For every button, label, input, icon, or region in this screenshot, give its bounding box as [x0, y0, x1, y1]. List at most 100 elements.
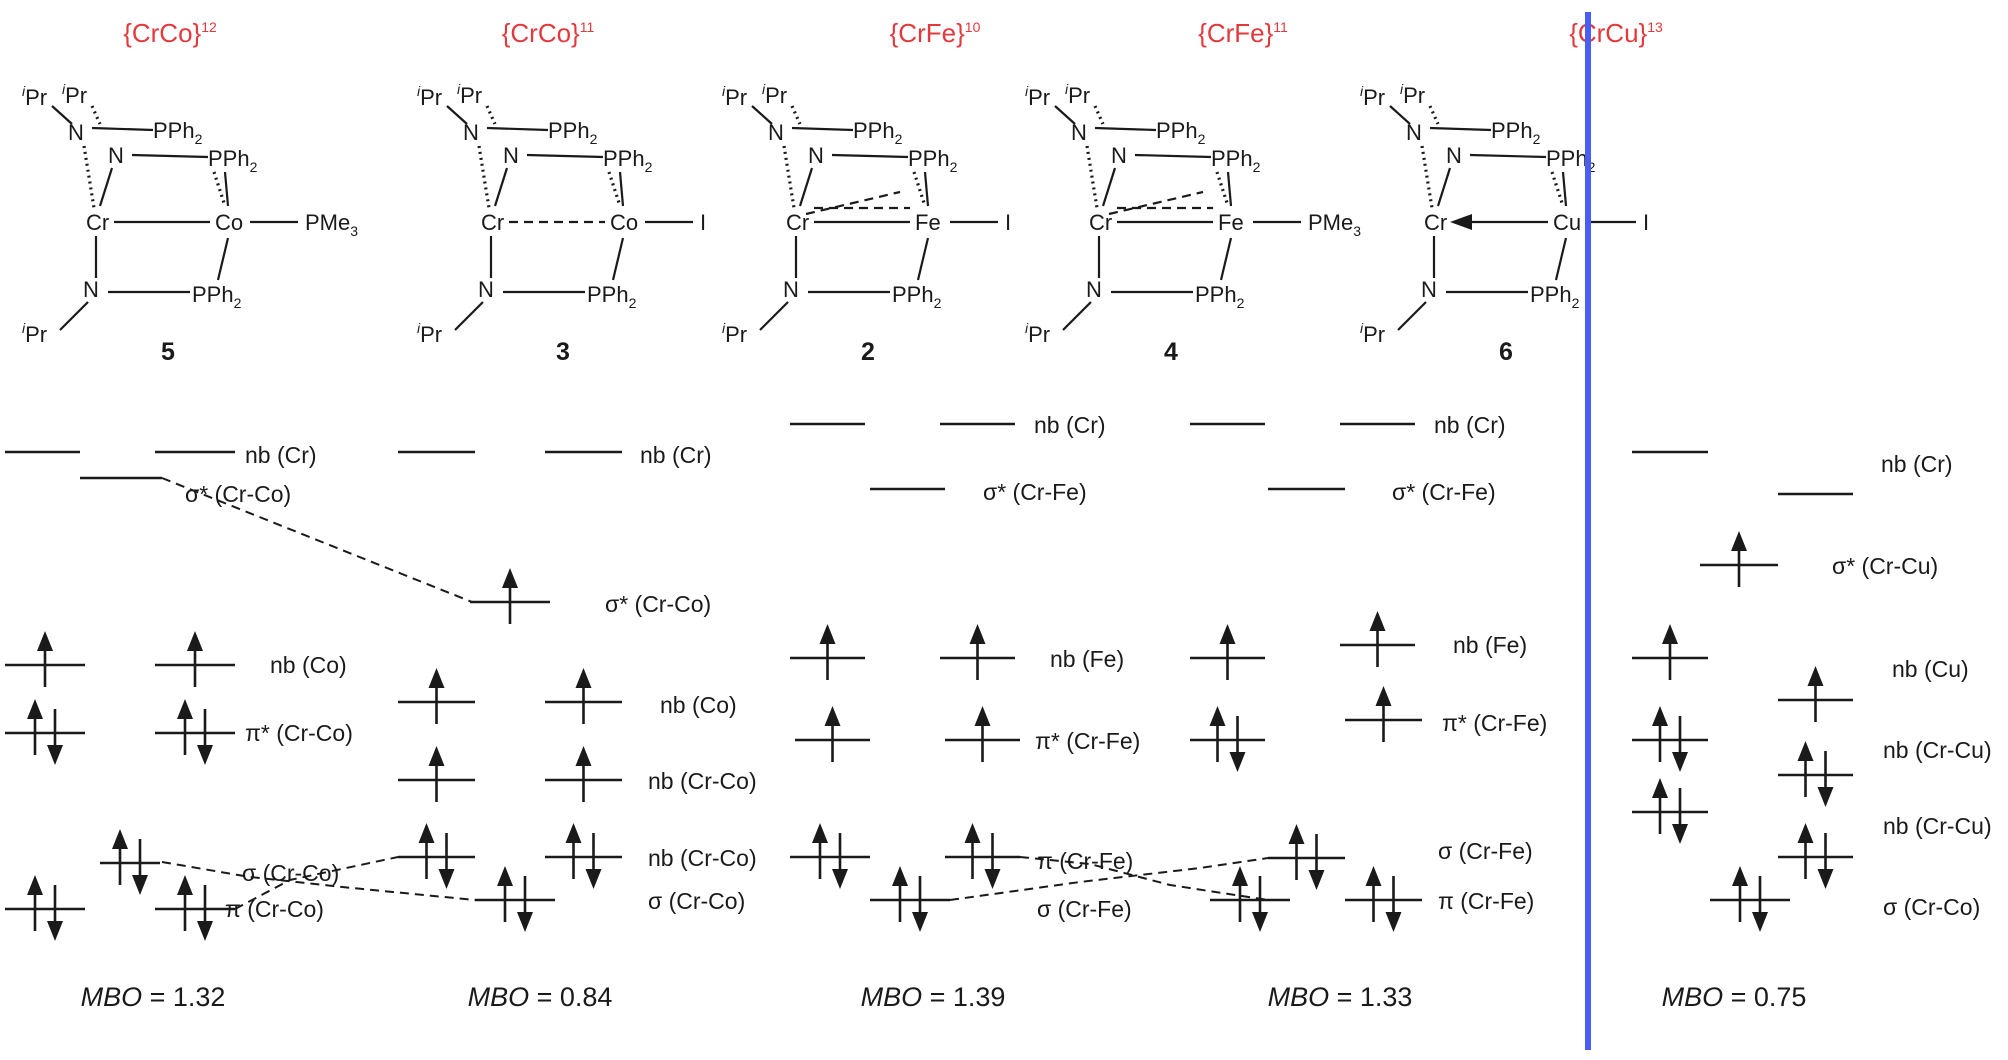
mbo-value: MBO = 0.75 [1662, 982, 1807, 1012]
compound-text: 4 [1164, 338, 1178, 366]
correlation-line [949, 857, 1269, 901]
mo-label: π (Cr-Fe) [1438, 888, 1534, 914]
mo-level [475, 866, 555, 932]
mo-level [1778, 666, 1853, 722]
bond [526, 153, 604, 159]
spin-down-arrowhead [984, 869, 1001, 889]
cr-text: Cr [481, 210, 504, 235]
n-text: N [1086, 277, 1102, 302]
metal-atom: Co [215, 210, 243, 235]
bond [1436, 167, 1452, 207]
n-atom: N [108, 143, 124, 168]
hashed-bond [1093, 105, 1105, 125]
pph-main: PPh [1530, 282, 1572, 307]
metal-atom: Cu [1553, 210, 1581, 235]
mo-label: π* (Cr-Co) [245, 720, 353, 746]
correlation-lines [161, 477, 1269, 910]
spin-up-arrowhead [974, 706, 991, 726]
mbo-label: MBO [81, 982, 143, 1012]
complex-title: {CrCo}11 [502, 18, 595, 48]
mo-label: π (Cr-Fe) [1037, 848, 1133, 874]
mo-label: nb (Cr) [1034, 412, 1106, 438]
mo-label: σ (Cr-Co) [648, 888, 745, 914]
spin-up-arrowhead [1797, 823, 1814, 843]
mo-label: nb (Cr) [245, 442, 317, 468]
n-atom: N [808, 143, 824, 168]
ipr-label: iPr [1025, 320, 1050, 347]
pph-subscript: 2 [1572, 295, 1580, 311]
correlation-line [161, 861, 476, 901]
mbo-label: MBO [1268, 982, 1330, 1012]
metal-text: Fe [915, 210, 941, 235]
mo-level [545, 823, 622, 889]
ipr-label: iPr [417, 320, 442, 347]
mo-label: nb (Cu) [1892, 656, 1969, 682]
n-text: N [1406, 120, 1422, 145]
pph-subscript: 2 [895, 131, 903, 147]
mo-label: nb (Cr) [1434, 412, 1506, 438]
mo-label: nb (Cr-Cu) [1883, 813, 1992, 839]
n-atom: N [463, 120, 479, 145]
n-atom: N [1086, 277, 1102, 302]
n-text: N [1071, 120, 1087, 145]
spin-down-arrowhead [1817, 787, 1834, 807]
mo-label: nb (Cr-Cu) [1883, 737, 1992, 763]
spin-up-arrowhead [969, 624, 986, 644]
ipr-label: iPr [722, 83, 747, 110]
n-atom: N [1406, 120, 1422, 145]
spin-up-arrowhead [824, 706, 841, 726]
mo-label: nb (Fe) [1050, 646, 1124, 672]
n-text: N [108, 143, 124, 168]
mo-level [790, 624, 865, 680]
mbo-value: MBO = 0.84 [468, 982, 613, 1012]
pph-subscript: 2 [1533, 131, 1541, 147]
spin-up-arrowhead [964, 823, 981, 843]
compound-number: 3 [556, 338, 570, 366]
spin-up-arrowhead [177, 875, 193, 895]
spin-down-arrowhead [197, 921, 213, 941]
spin-up-arrowhead [1652, 706, 1668, 726]
metal-atom: Fe [915, 210, 941, 235]
n-atom: N [783, 277, 799, 302]
n-atom: N [1111, 143, 1127, 168]
complex-title: {CrFe}11 [1198, 18, 1288, 48]
pph-main: PPh [1211, 146, 1253, 171]
ipr-superscript: i [22, 320, 26, 336]
hashed-bond [1550, 171, 1565, 207]
mo-level [940, 624, 1015, 680]
n-atom: N [1421, 277, 1437, 302]
pph-subscript: 2 [934, 295, 942, 311]
spin-up-arrowhead [1209, 706, 1226, 726]
mo-level [945, 706, 1020, 762]
ipr-main: Pr [65, 83, 87, 108]
n-atom: N [68, 120, 84, 145]
ipr-label: iPr [1025, 83, 1050, 110]
metal-metal-dashed-bond [1108, 190, 1204, 216]
bond [51, 105, 73, 125]
mo-label: nb (Co) [660, 692, 737, 718]
mbo-label: MBO [1662, 982, 1724, 1012]
ipr-superscript: i [1360, 320, 1364, 336]
ipr-superscript: i [1400, 81, 1404, 97]
ipr-main: Pr [460, 83, 482, 108]
ipr-label: iPr [457, 81, 482, 108]
pph2-label: PPh2 [1195, 282, 1245, 311]
title-superscript: 13 [1647, 19, 1663, 35]
spin-down-arrowhead [1672, 752, 1688, 772]
pph2-label: PPh2 [1211, 146, 1261, 175]
pph-main: PPh [192, 282, 234, 307]
spin-down-arrowhead [1229, 752, 1246, 772]
mo-level [1190, 706, 1265, 772]
pph2-label: PPh2 [192, 282, 242, 311]
cr-atom: Cr [1089, 210, 1112, 235]
spin-up-arrowhead [497, 866, 513, 886]
ipr-main: Pr [1068, 83, 1090, 108]
pph-main: PPh [603, 146, 645, 171]
spin-up-arrowhead [1662, 624, 1678, 644]
bond [1554, 237, 1568, 281]
bond [223, 171, 230, 207]
complex-title: {CrCu}13 [1569, 18, 1663, 48]
